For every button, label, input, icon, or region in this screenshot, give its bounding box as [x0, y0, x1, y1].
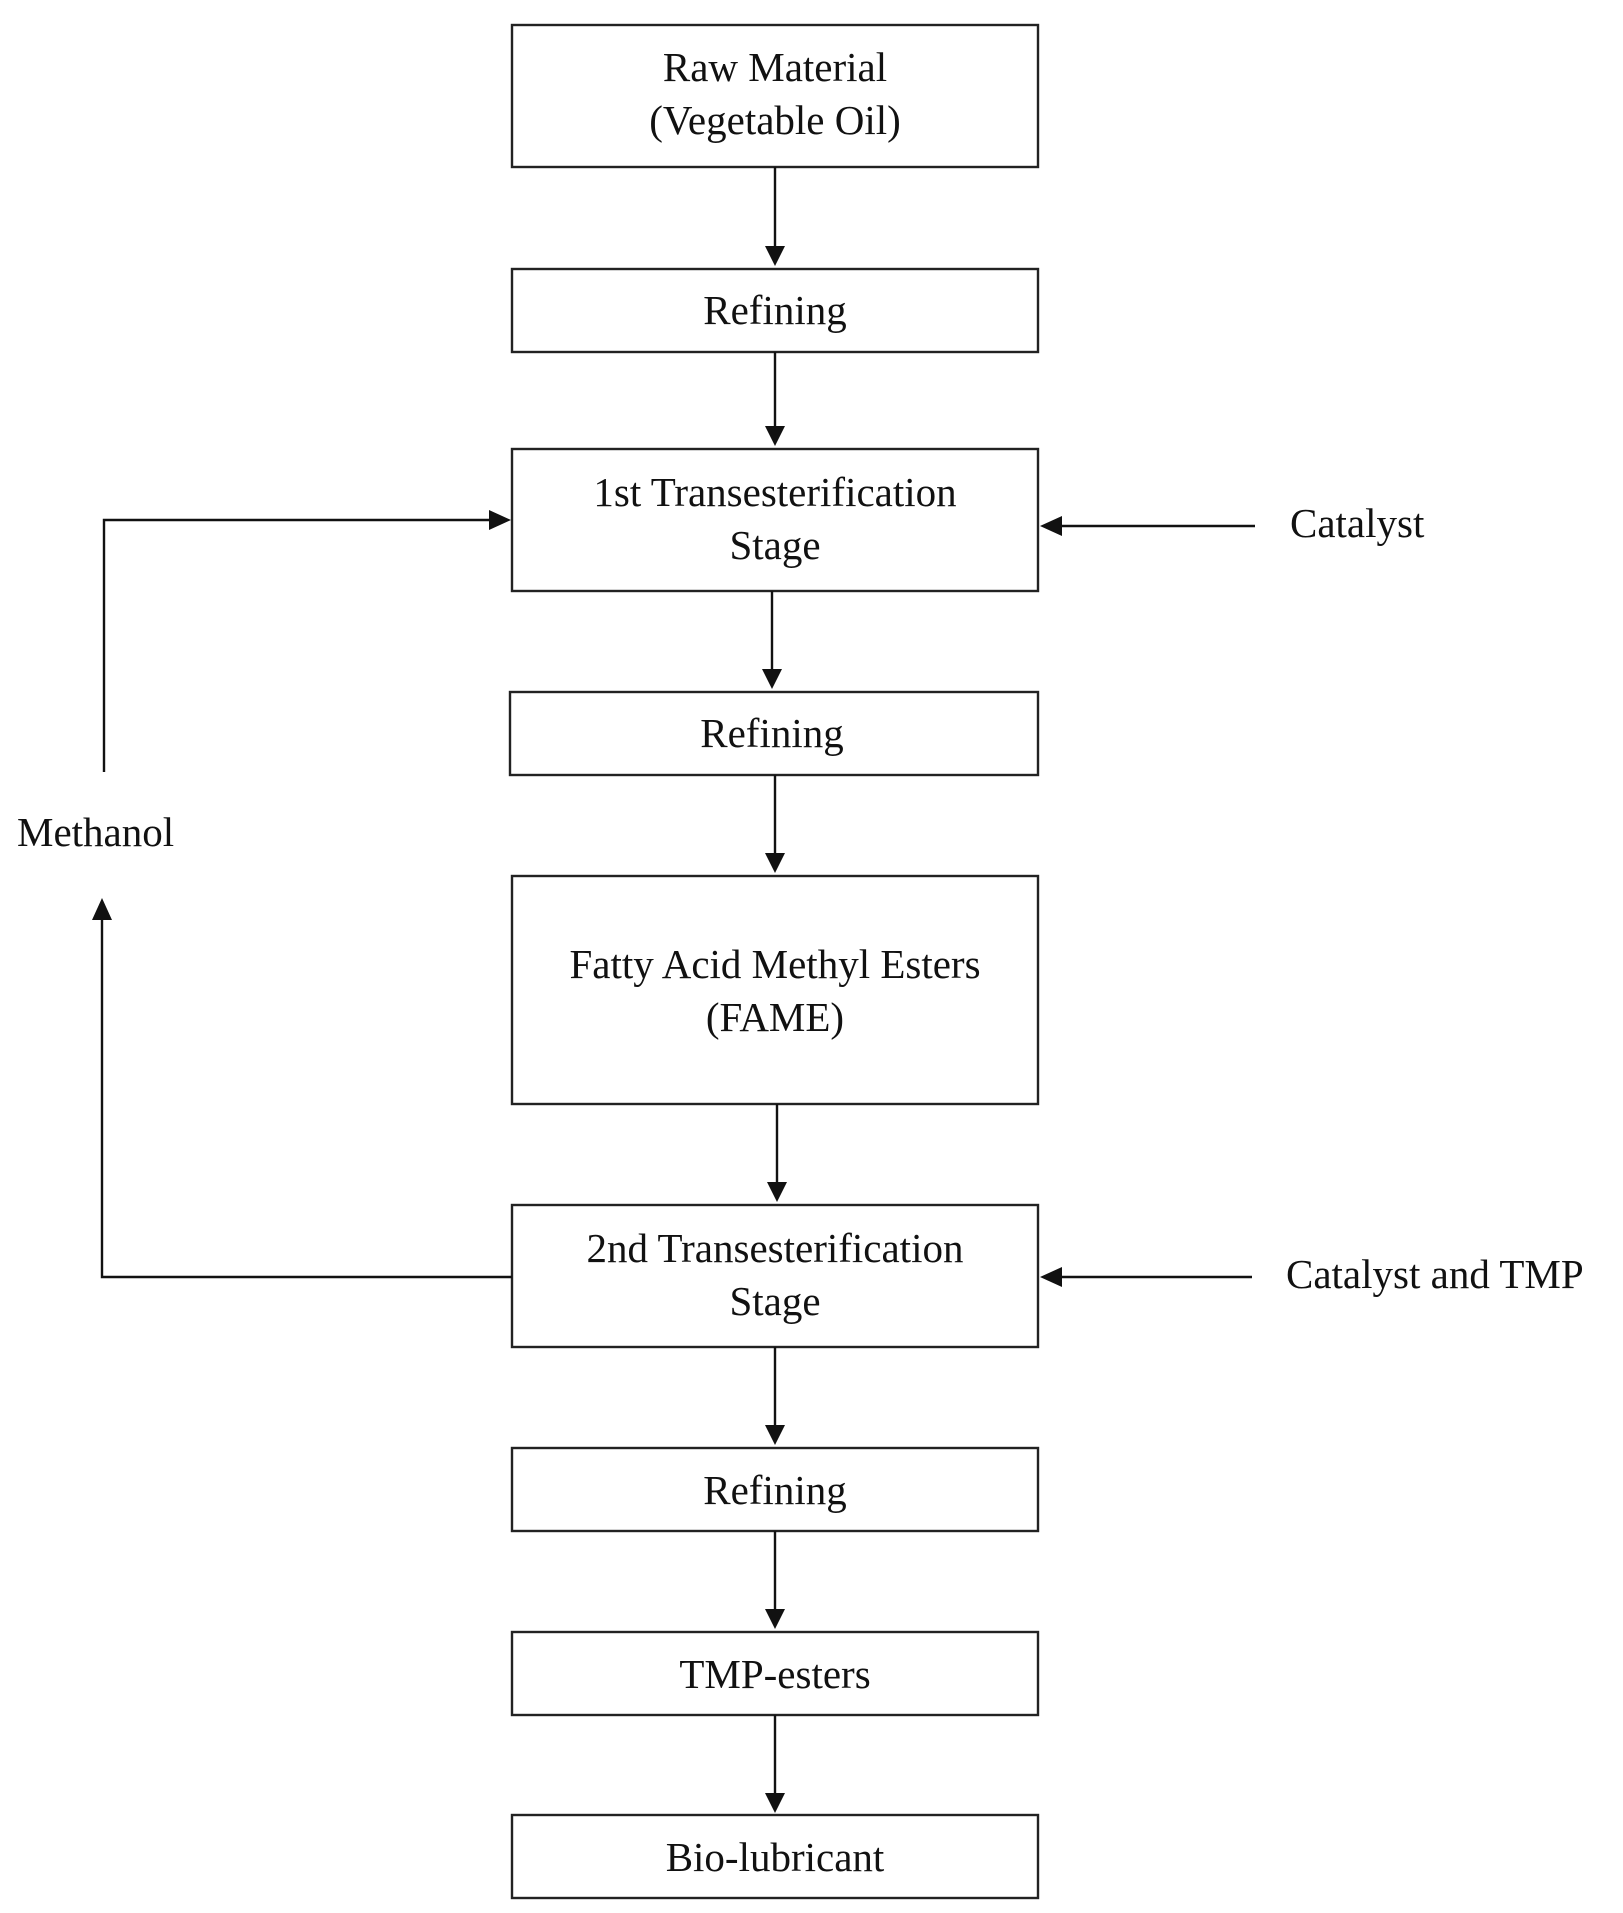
node-label-line: Refining: [700, 710, 843, 756]
node-label-line: Fatty Acid Methyl Esters: [569, 941, 980, 987]
arrow-fame-to-stage-2: [767, 1104, 787, 1202]
node-label-line: Stage: [729, 522, 820, 568]
arrow-catalyst-tmp-input: [1040, 1267, 1252, 1287]
arrow-raw-to-refining: [765, 167, 785, 266]
arrow-refining-to-stage-1: [765, 352, 785, 446]
arrow-catalyst-input: [1040, 516, 1255, 536]
node-label-line: TMP-esters: [679, 1651, 870, 1697]
node-refining-1: Refining: [510, 267, 1040, 354]
node-bio-lubricant: Bio-lubricant: [510, 1813, 1040, 1900]
node-label-line: (FAME): [706, 994, 844, 1040]
methanol-label: Methanol: [17, 809, 174, 855]
node-transesterification-2: 2nd Transesterification Stage: [510, 1203, 1040, 1349]
catalyst-label: Catalyst: [1290, 500, 1425, 546]
node-tmp-esters: TMP-esters: [510, 1630, 1040, 1717]
node-label-line: (Vegetable Oil): [649, 97, 901, 143]
node-transesterification-1: 1st Transesterification Stage: [510, 447, 1040, 593]
node-label-line: Refining: [703, 287, 846, 333]
node-fame: Fatty Acid Methyl Esters (FAME): [510, 874, 1040, 1106]
arrow-stage-2-to-refining: [765, 1347, 785, 1445]
node-label-line: 2nd Transesterification: [587, 1225, 964, 1271]
node-raw-material: Raw Material (Vegetable Oil): [510, 23, 1040, 169]
arrow-refining-to-tmp-esters: [765, 1531, 785, 1629]
node-label-line: Raw Material: [663, 44, 887, 90]
methanol-recycle-upper: [102, 510, 511, 772]
node-label-line: Bio-lubricant: [666, 1834, 885, 1880]
arrow-tmp-esters-to-bio-lubricant: [765, 1715, 785, 1813]
node-label-line: Refining: [703, 1467, 846, 1513]
node-refining-2: Refining: [508, 690, 1040, 777]
arrow-stage-1-to-refining: [762, 591, 782, 689]
methanol-recycle-lower: [92, 898, 512, 1279]
catalyst-and-tmp-label: Catalyst and TMP: [1286, 1251, 1584, 1297]
node-label-line: Stage: [729, 1278, 820, 1324]
node-label-line: 1st Transesterification: [593, 469, 956, 515]
node-refining-3: Refining: [510, 1446, 1040, 1533]
arrow-refining-to-fame: [765, 775, 785, 873]
